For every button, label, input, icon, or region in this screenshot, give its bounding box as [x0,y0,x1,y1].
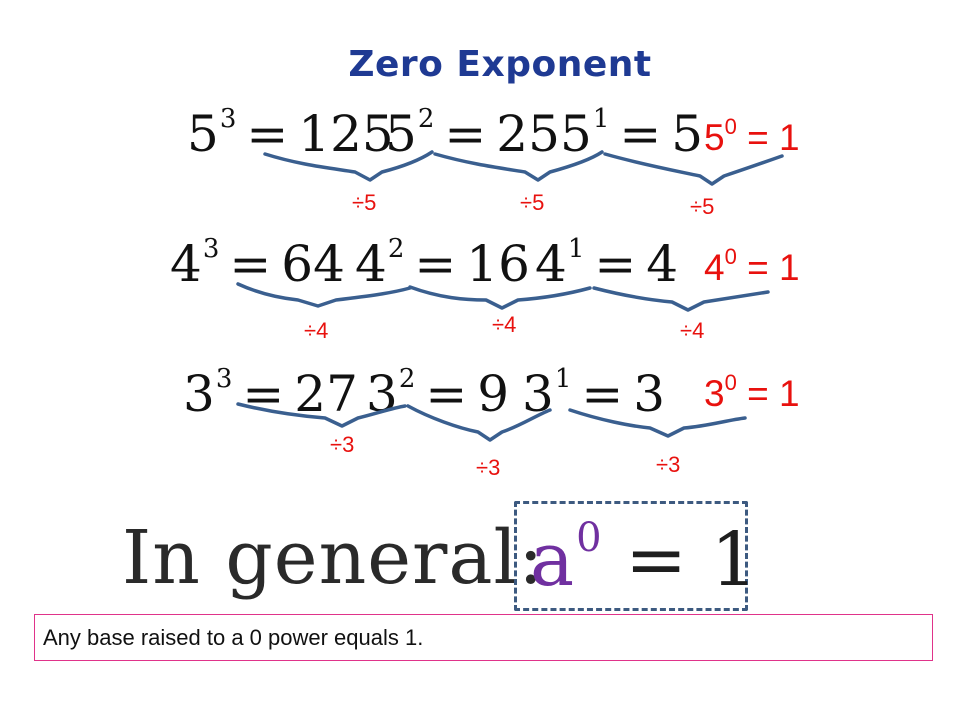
equation-5-first: 51=5 [560,104,704,163]
equation-5-cubed: 53=125 [187,104,394,163]
equation-3-first: 31=3 [522,364,666,423]
brace-4-a [236,282,412,308]
formula-exponent: 0 [576,515,602,561]
brace-3-b [406,404,552,442]
equation-4-squared: 42=16 [355,234,530,293]
result-3-zero: 30 = 1 [704,370,800,414]
brace-3-a [236,402,407,428]
brace-5-a [263,150,434,182]
divide-label-5b: ÷5 [520,190,545,215]
brace-5-b [433,150,604,182]
slide-title: Zero Exponent [348,44,652,85]
result-4-zero: 40 = 1 [704,244,800,288]
brace-5-c [603,152,784,186]
divide-label-4a: ÷4 [304,318,329,343]
divide-label-3a: ÷3 [330,432,355,457]
formula-value: 1 [710,517,758,603]
result-5-zero: 50 = 1 [704,114,800,158]
divide-label-4b: ÷4 [492,312,517,337]
general-formula: a0 = 1 [530,515,758,603]
equation-4-cubed: 43=64 [170,234,345,293]
equation-4-first: 41=4 [535,234,679,293]
formula-base: a [530,517,575,603]
formula-dashed-box [514,501,748,611]
divide-label-4c: ÷4 [680,318,705,343]
brace-4-c [592,286,770,312]
brace-4-b [408,285,592,310]
equation-3-cubed: 33=27 [183,364,358,423]
equation-5-squared: 52=25 [385,104,560,163]
divide-label-3c: ÷3 [656,452,681,477]
caption-box: Any base raised to a 0 power equals 1. [34,614,933,661]
brace-3-c [568,408,747,438]
divide-label-5a: ÷5 [352,190,377,215]
divide-label-3b: ÷3 [476,455,501,480]
divide-label-5c: ÷5 [690,194,715,219]
general-label: In general: [122,515,545,601]
